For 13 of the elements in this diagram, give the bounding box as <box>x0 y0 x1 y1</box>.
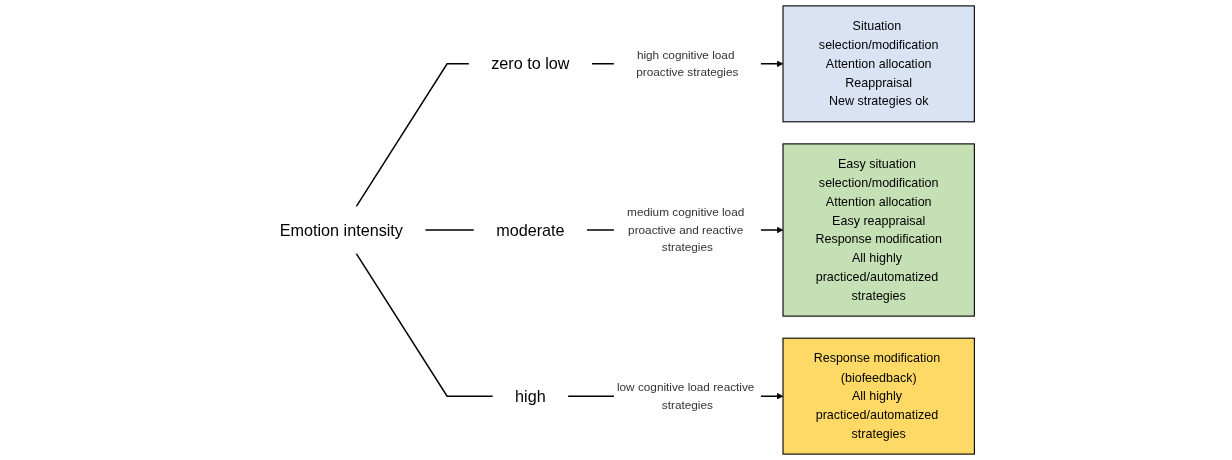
connector <box>355 63 470 208</box>
node-box: Response modification (biofeedback) All highly practiced/automatized strategies <box>782 337 975 455</box>
node-box: Easy situation selection/modification Attention allocation Easy reappraisal Response modification All highly practiced/automatized strategies <box>782 143 975 317</box>
node-text: moderate <box>496 220 565 240</box>
edge-label: low cognitive load reactive strategies <box>616 380 755 411</box>
connector <box>355 252 494 397</box>
edge-label: medium cognitive load proactive and reactive strategies <box>627 205 745 254</box>
connector <box>424 229 475 231</box>
node-text: zero to low <box>491 54 570 74</box>
node-text: Emotion intensity <box>279 220 403 240</box>
edge-label: high cognitive load proactive strategies <box>636 48 739 79</box>
node-box: Situation selection/modification Attention allocation Reappraisal New strategies ok <box>782 5 975 123</box>
node-text: high <box>515 386 546 406</box>
